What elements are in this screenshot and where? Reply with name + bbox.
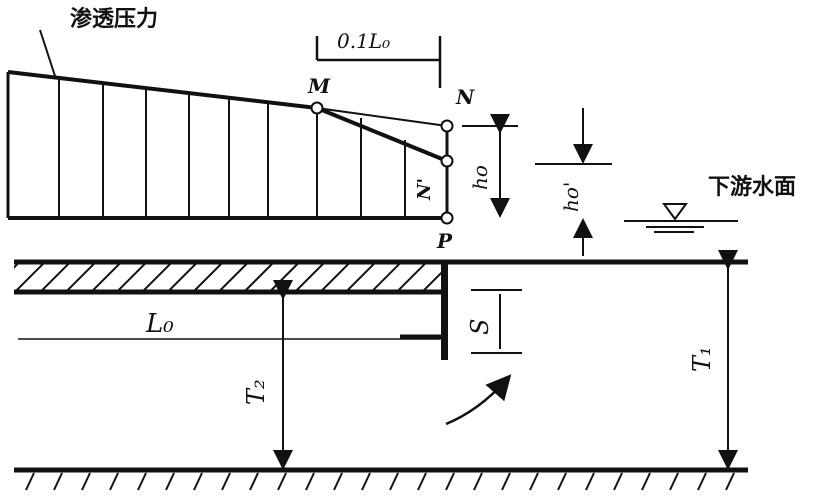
dimension-s <box>471 289 522 354</box>
pressure-top-line <box>7 70 318 110</box>
downstream-water-label: 下游水面 <box>708 174 796 200</box>
point-m-marker <box>310 101 324 115</box>
dimension-tenth-length <box>315 36 442 88</box>
point-p-label: P <box>436 229 453 253</box>
dimension-ho-prime <box>535 108 612 256</box>
depth-t1-label: T₁ <box>688 346 716 372</box>
point-m-label: M <box>307 74 331 98</box>
depth-s-label: S <box>466 319 494 335</box>
line-m-n-prime <box>316 106 448 163</box>
tenth-length-label: 0.1L₀ <box>337 29 390 53</box>
impervious-base <box>14 467 748 491</box>
pressure-diagram <box>6 70 454 225</box>
point-n-prime-label: N' <box>414 178 435 201</box>
seepage-flow-arrow <box>445 374 512 426</box>
point-n-label: N <box>455 85 475 109</box>
dimension-ho <box>462 114 518 218</box>
length-l0-label: L₀ <box>145 309 174 339</box>
pressure-ordinates <box>58 78 449 218</box>
point-p-marker <box>440 211 454 225</box>
apron-slab <box>14 259 748 360</box>
point-n-marker <box>440 119 454 133</box>
depth-t2-label: T₂ <box>242 379 270 405</box>
line-m-n <box>316 107 448 127</box>
point-n-prime-marker <box>440 154 454 168</box>
seepage-pressure-label: 渗透压力 <box>70 6 158 32</box>
water-surface-symbol <box>624 203 738 233</box>
ho-prime-label: ho' <box>559 182 583 212</box>
seepage-label-leader <box>39 29 56 77</box>
ho-label: ho <box>468 165 492 190</box>
